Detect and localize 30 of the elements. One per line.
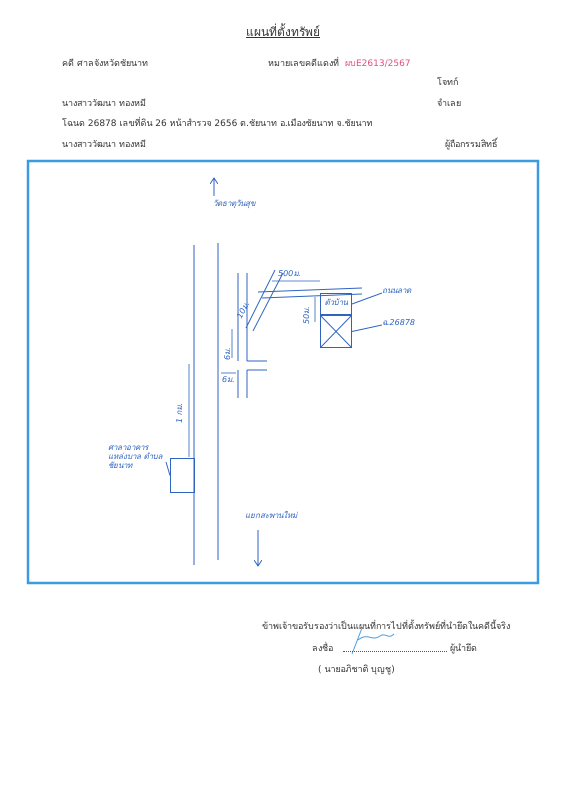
- place-label: แยกสะพานใหม่: [245, 512, 297, 521]
- leader-line: [352, 292, 382, 304]
- land-deed-text: โฉนด 26878 เลขที่ดิน 26 หน้าสำรวจ 2656 ต.ชัยนาท อ.เมืองชัยนาท จ.ชัยนาท: [62, 116, 372, 130]
- case-number: ผบE2613/2567: [345, 58, 411, 70]
- owner-label: ผู้ถือกรรมสิทธิ์: [445, 137, 497, 151]
- place-label: วัดธาตุวันสุข: [213, 200, 255, 209]
- role-label: ผู้นำยึด: [450, 642, 477, 655]
- building-box: [170, 458, 195, 493]
- width-label: 6ม.: [224, 347, 233, 360]
- signer-name: ( นายอภิชาติ บุญชู): [318, 664, 395, 676]
- house-box: ตัวบ้าน: [320, 293, 352, 315]
- case-info-text: คดี ศาลจังหวัดชัยนาท: [62, 58, 148, 70]
- leader-line: [352, 324, 382, 332]
- plaintiff-label: โจทก์: [437, 76, 458, 89]
- title: แผนที่ตั้งทรัพย์: [246, 25, 320, 39]
- certification-text: ข้าพเจ้าขอรับรองว่าเป็นแผนที่การไปที่ตั้งทรัพย์ที่นำยึดในคดีนี้จริง: [262, 619, 510, 633]
- owner-name: นางสาววัฒนา ทองหมี: [62, 138, 146, 151]
- case-number-label: หมายเลขคดีแดงที่: [268, 56, 339, 70]
- width-label: 6ม.: [222, 376, 235, 385]
- land-parcel: [320, 315, 352, 348]
- callout-text: ศาลาอาคาร แหล่งบาล ตำบลชัยนาท: [108, 443, 166, 481]
- defendant-name: นางสาววัฒนา ทองหมี: [62, 98, 146, 110]
- distance-label: 1 กม.: [176, 402, 185, 423]
- distance-label: 50ม.: [303, 306, 312, 324]
- parcel-label: ฉ.26878: [382, 318, 432, 332]
- callout-text: ถนนลาด: [382, 286, 432, 300]
- distance-label: 500ม.: [278, 270, 301, 279]
- defendant-label: จำเลย: [437, 98, 461, 110]
- signature-label: ลงชื่อ: [312, 641, 333, 655]
- leader-line: [166, 462, 170, 476]
